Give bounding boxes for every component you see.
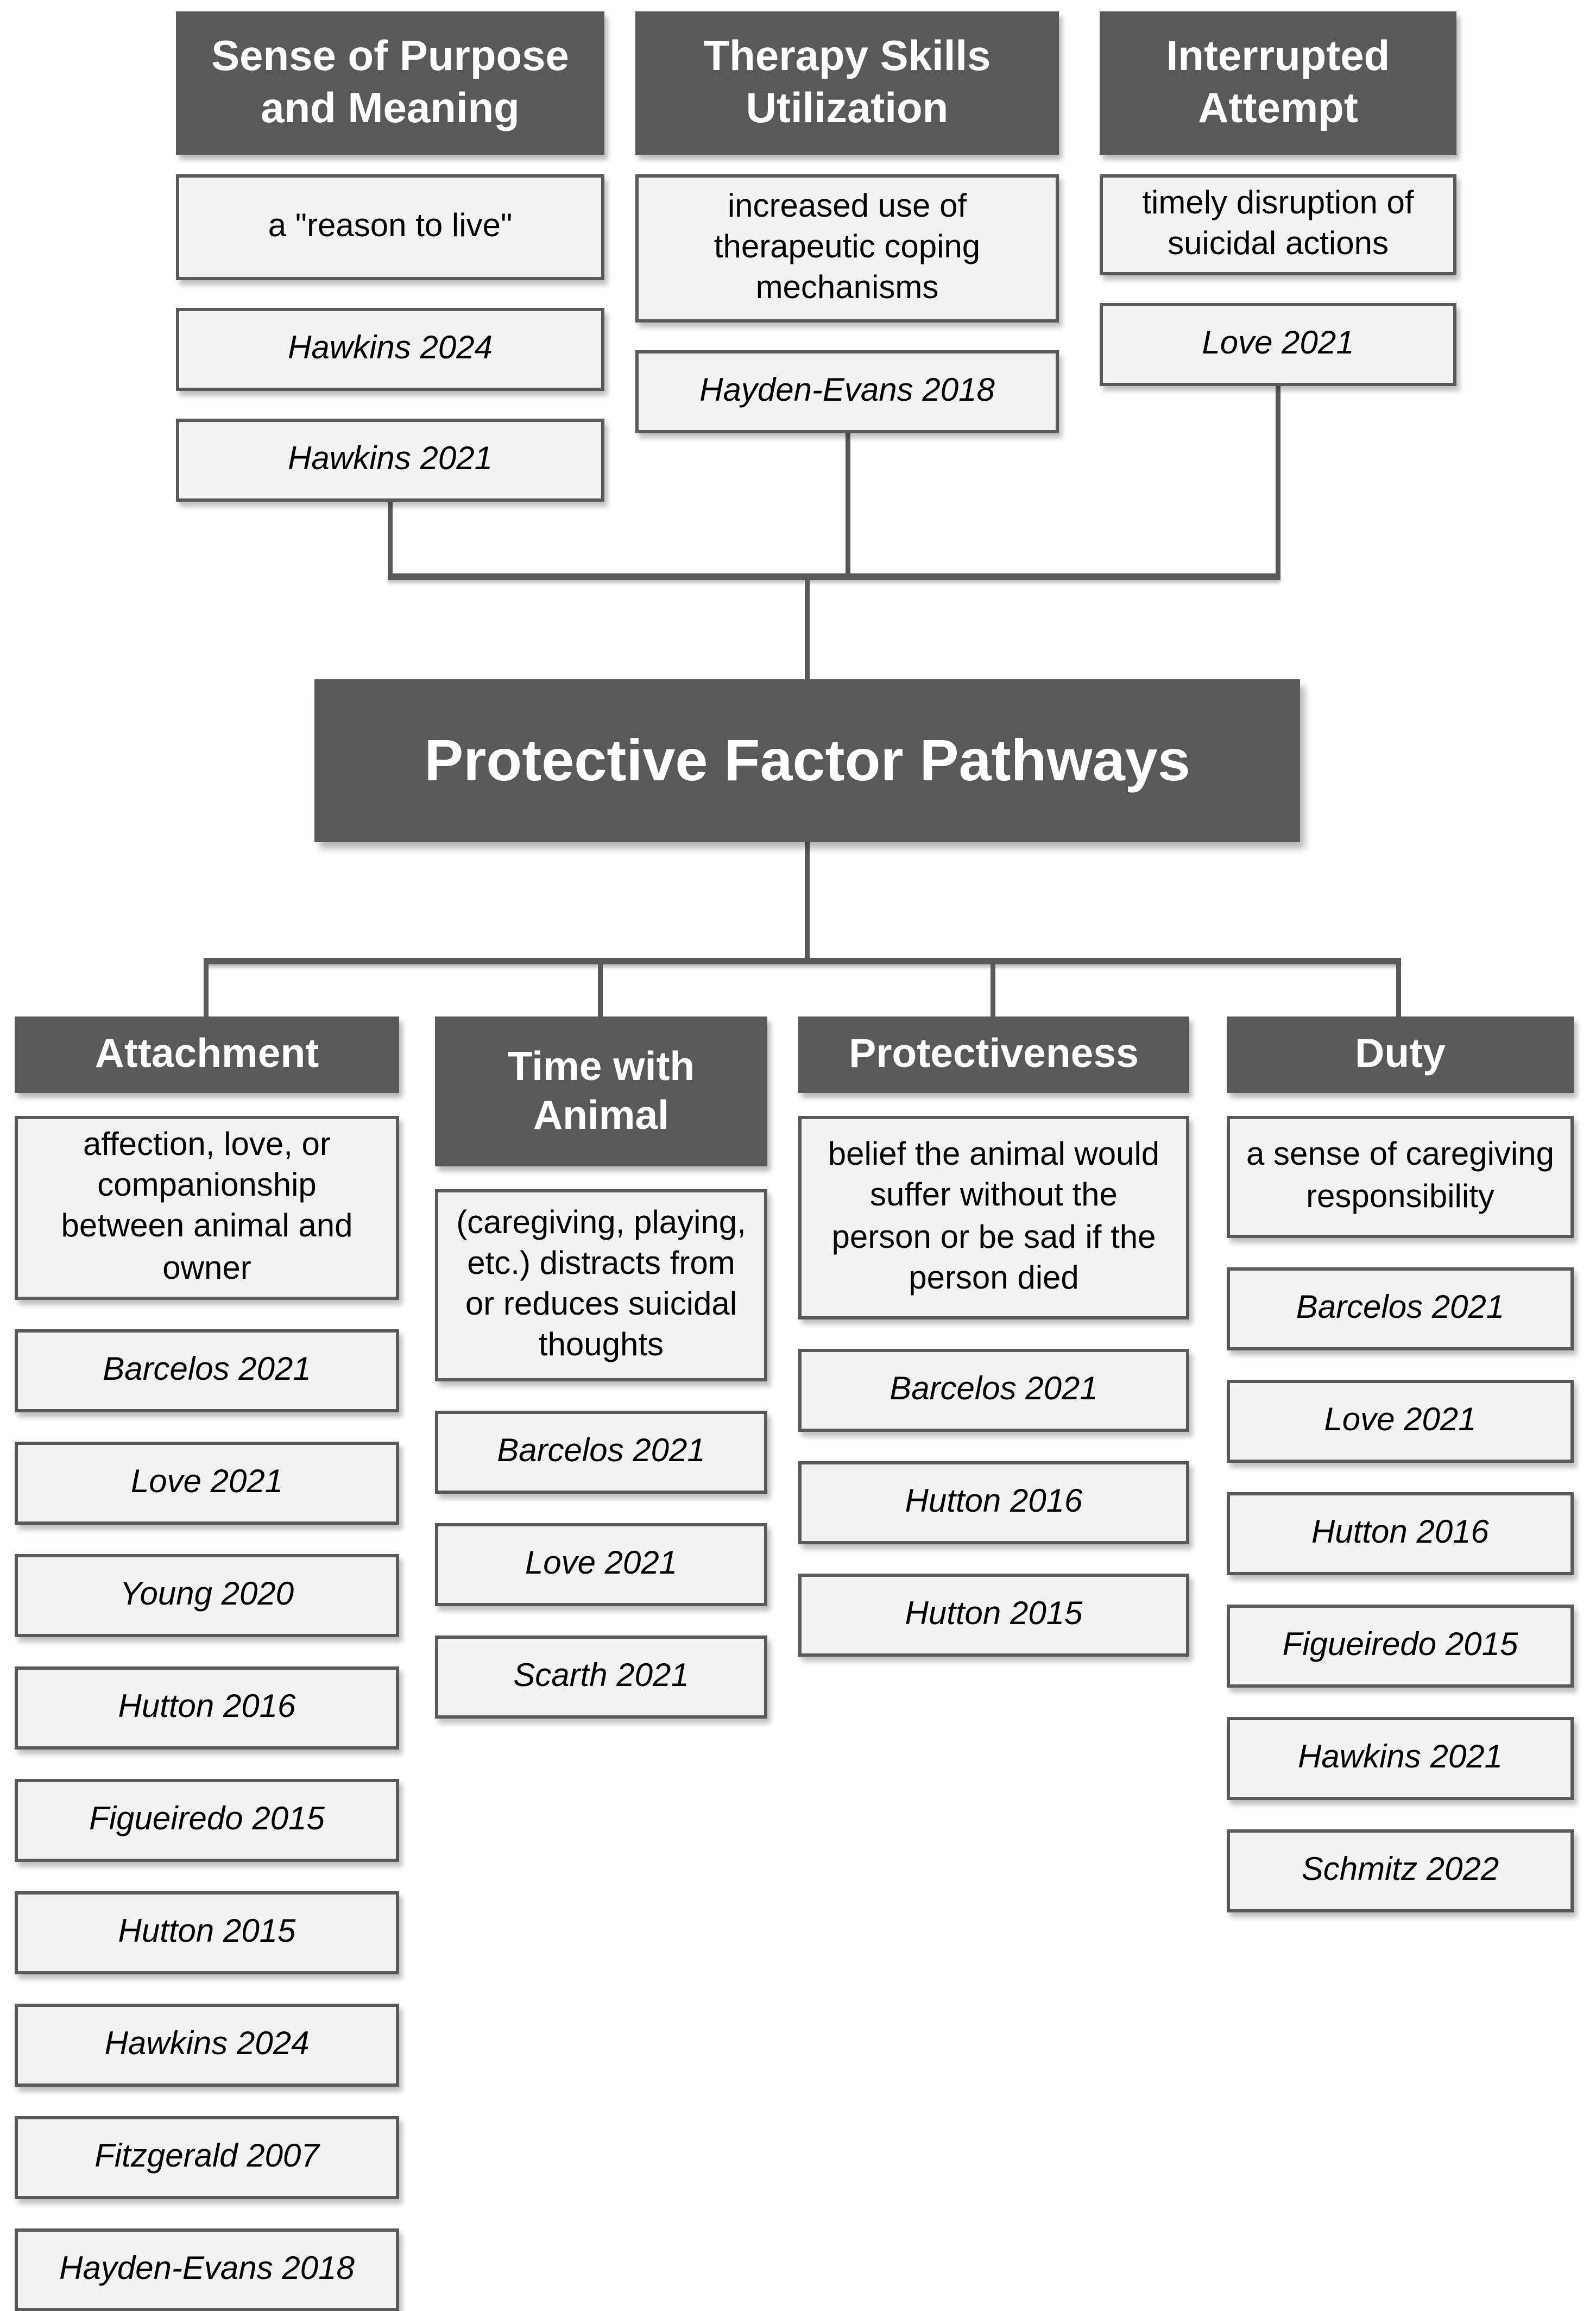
connector-therapy-skills-stem [846,411,850,580]
connector-attachment-stem [204,958,209,1023]
branch-attachment: Attachment affection, love, or companion… [15,1016,399,2311]
branch-sense-of-purpose: Sense of Purpose and Meaning a "reason t… [176,11,604,502]
branch-duty: Duty a sense of caregiving responsibilit… [1227,1016,1574,1912]
citation-box: Hayden-Evans 2018 [635,350,1059,433]
definition-box: timely disruption of suicidal actions [1100,174,1456,276]
citation-box: Scarth 2021 [435,1636,767,1719]
connector-central-to-bottom [805,837,810,961]
citation-box: Figueiredo 2015 [15,1778,399,1862]
citation-box: Hutton 2016 [15,1666,399,1750]
connector-duty-stem [1396,958,1401,1023]
connector-protectiveness-stem [991,958,995,1023]
citation-box: Hawkins 2024 [176,308,604,391]
connector-top-horizontal [388,573,1280,580]
citation-box: Fitzgerald 2007 [15,2116,399,2199]
citation-box: Hayden-Evans 2018 [15,2228,399,2311]
branch-header-interrupted-attempt: Interrupted Attempt [1100,11,1456,155]
connector-sense-of-purpose-stem [388,485,393,580]
citation-box: Hutton 2016 [1227,1492,1574,1575]
branch-therapy-skills: Therapy Skills Utilization increased use… [635,11,1059,433]
citation-box: Hawkins 2021 [176,419,604,502]
central-title-box: Protective Factor Pathways [314,679,1300,842]
definition-box: belief the animal would suffer without t… [798,1116,1189,1319]
citation-box: Hawkins 2024 [15,2003,399,2087]
citation-box: Barcelos 2021 [1227,1267,1574,1350]
branch-interrupted-attempt: Interrupted Attempt timely disruption of… [1100,11,1456,387]
definition-box: a "reason to live" [176,174,604,280]
citation-box: Hawkins 2021 [1227,1717,1574,1800]
citation-box: Barcelos 2021 [15,1329,399,1412]
citation-box: Barcelos 2021 [435,1411,767,1494]
definition-box: affection, love, or companionship betwee… [15,1116,399,1300]
branch-protectiveness: Protectiveness belief the animal would s… [798,1016,1189,1657]
connector-time-with-animal-stem [598,958,603,1023]
connector-bottom-horizontal [205,958,1401,964]
branch-time-with-animal: Time with Animal (caregiving, playing, e… [435,1016,767,1719]
citation-box: Hutton 2016 [798,1461,1189,1544]
connector-interrupted-attempt-stem [1276,367,1280,580]
citation-box: Love 2021 [1227,1380,1574,1463]
citation-box: Hutton 2015 [798,1574,1189,1657]
branch-header-protectiveness: Protectiveness [798,1016,1189,1093]
diagram-title: Protective Factor Pathways [424,727,1190,793]
citation-box: Schmitz 2022 [1227,1829,1574,1912]
branch-header-attachment: Attachment [15,1016,399,1093]
definition-box: (caregiving, playing, etc.) distracts fr… [435,1189,767,1381]
definition-box: increased use of therapeutic coping mech… [635,174,1059,323]
citation-box: Love 2021 [435,1523,767,1606]
branch-header-duty: Duty [1227,1016,1574,1093]
branch-header-therapy-skills: Therapy Skills Utilization [635,11,1059,155]
citation-box: Hutton 2015 [15,1891,399,1974]
citation-box: Love 2021 [1100,304,1456,387]
citation-box: Figueiredo 2015 [1227,1605,1574,1688]
citation-box: Love 2021 [15,1441,399,1525]
branch-header-sense-of-purpose: Sense of Purpose and Meaning [176,11,604,155]
citation-box: Barcelos 2021 [798,1349,1189,1432]
connector-top-to-central [805,573,810,684]
citation-box: Young 2020 [15,1554,399,1637]
branch-header-time-with-animal: Time with Animal [435,1016,767,1166]
definition-box: a sense of caregiving responsibility [1227,1116,1574,1238]
